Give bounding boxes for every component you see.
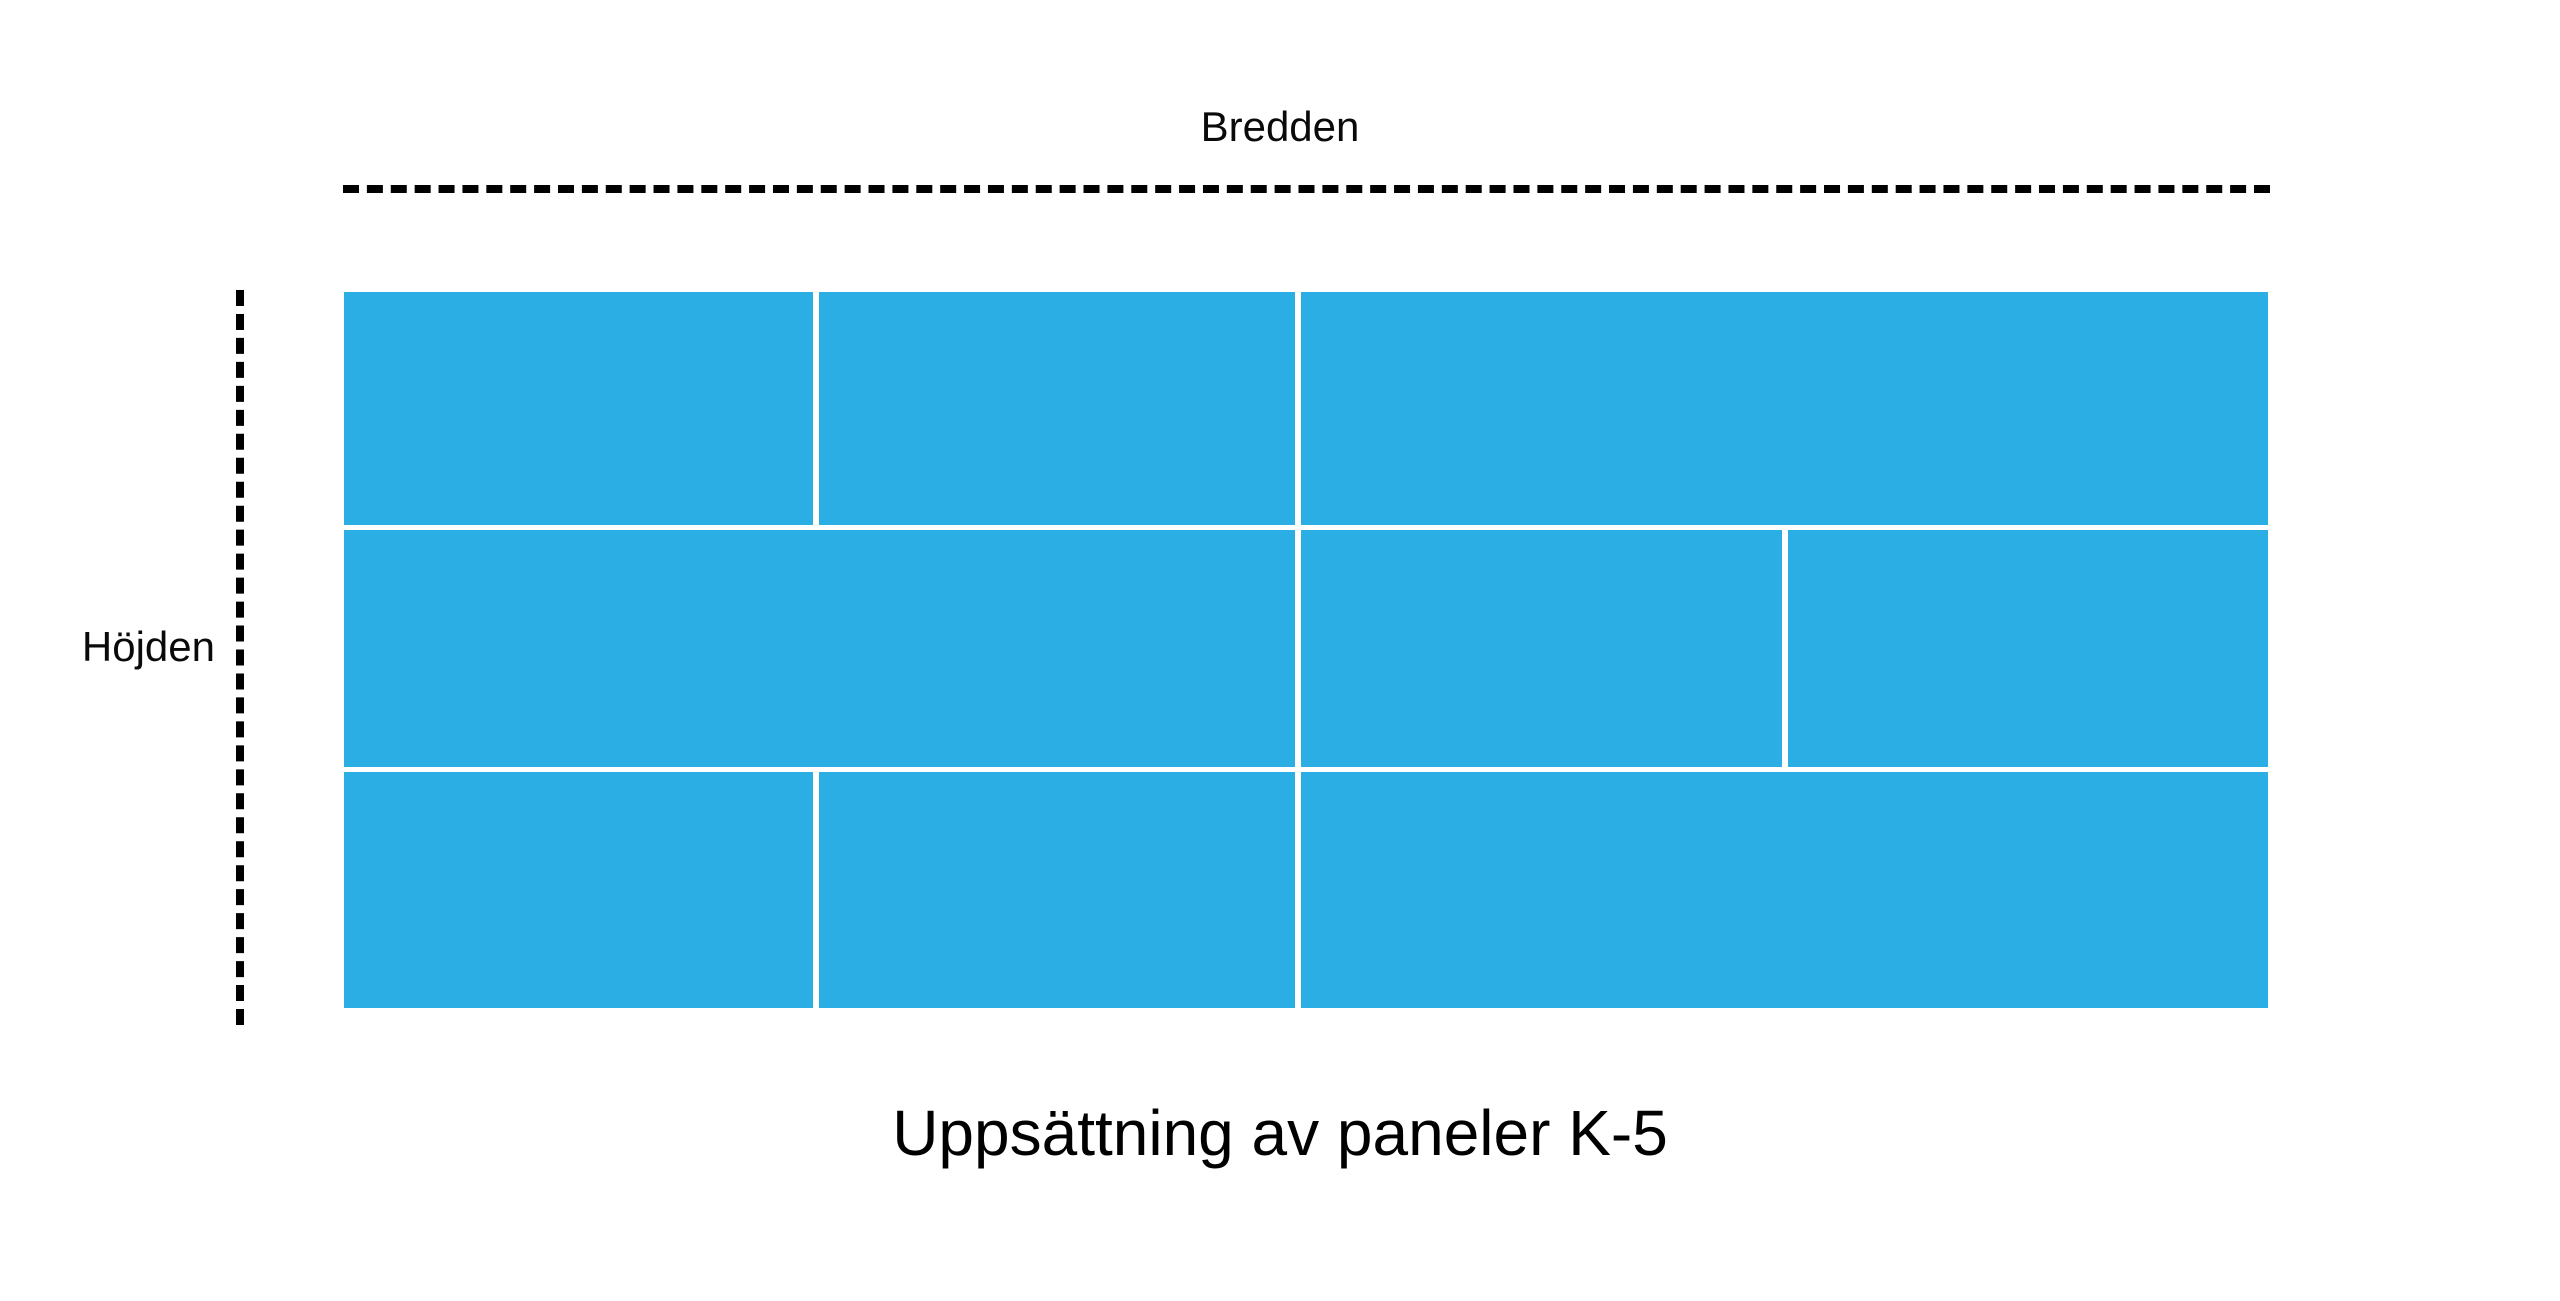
panel[interactable] [1301, 772, 2268, 1008]
diagram-caption: Uppsättning av paneler K-5 [892, 1097, 1668, 1169]
panel-row [344, 530, 2268, 767]
panel[interactable] [344, 530, 1295, 767]
height-dimension-label: Höjden [81, 623, 215, 670]
panel[interactable] [344, 292, 813, 525]
panel-row [344, 292, 2268, 525]
panel[interactable] [1788, 530, 2268, 767]
width-dimension-dashed-line [343, 185, 2270, 193]
panel[interactable] [819, 292, 1295, 525]
panel[interactable] [344, 772, 813, 1008]
panel[interactable] [1301, 530, 1782, 767]
width-dimension-label: Bredden [1200, 103, 1360, 150]
panel[interactable] [1301, 292, 2268, 525]
height-dimension-dashed-line [236, 290, 244, 1025]
panel-row [344, 772, 2268, 1008]
panel[interactable] [819, 772, 1295, 1008]
panel-grid [344, 292, 2268, 1008]
